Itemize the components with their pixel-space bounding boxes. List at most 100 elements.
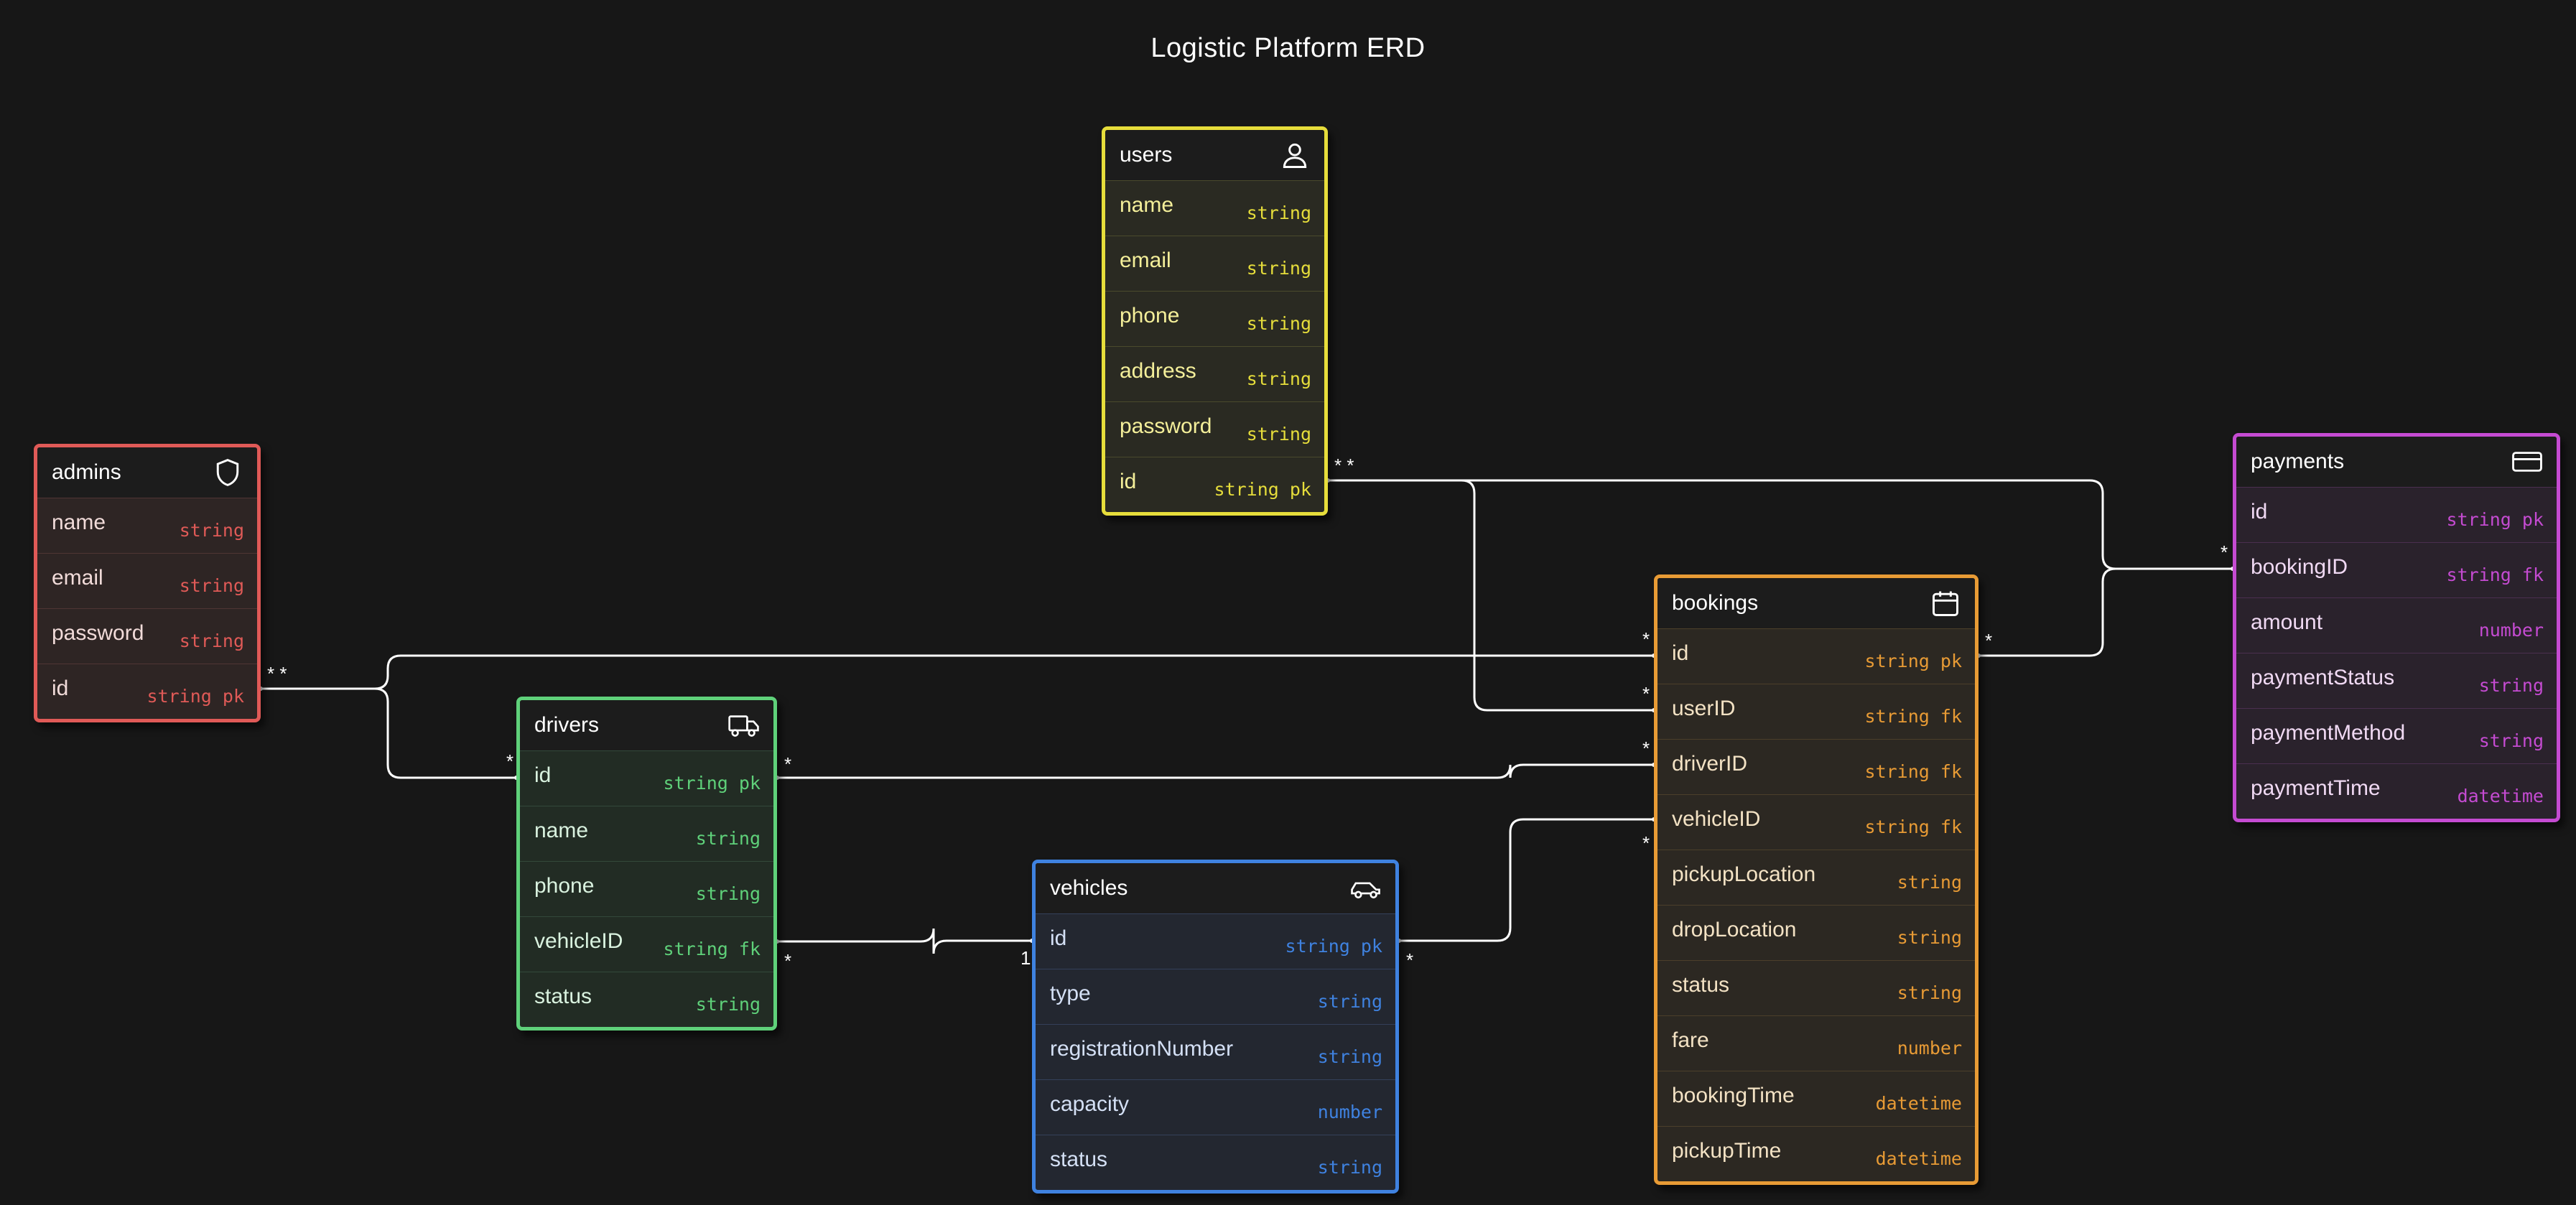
field-row[interactable]: email string bbox=[1105, 236, 1324, 291]
table-name: bookings bbox=[1672, 591, 1759, 615]
field-type: string bbox=[1317, 1046, 1382, 1067]
field-name: driverID bbox=[1672, 752, 1748, 776]
field-name: amount bbox=[2251, 610, 2323, 634]
table-name: admins bbox=[52, 460, 121, 484]
field-row[interactable]: address string bbox=[1105, 346, 1324, 401]
field-type: string fk bbox=[1864, 760, 1962, 782]
field-row[interactable]: pickupTime datetime bbox=[1657, 1126, 1975, 1181]
field-type: string bbox=[179, 574, 244, 596]
field-type: string bbox=[1317, 990, 1382, 1012]
relationship-line bbox=[261, 654, 1654, 690]
field-type: string bbox=[1897, 871, 1962, 893]
field-name: dropLocation bbox=[1672, 918, 1797, 941]
cardinality-label: * bbox=[1985, 630, 1992, 651]
field-row[interactable]: bookingID string fk bbox=[2236, 542, 2557, 597]
relationship-line bbox=[1979, 567, 2233, 657]
field-name: paymentStatus bbox=[2251, 666, 2395, 689]
table-header[interactable]: users bbox=[1105, 130, 1324, 180]
field-type: string bbox=[695, 883, 761, 904]
field-row[interactable]: paymentStatus string bbox=[2236, 653, 2557, 708]
field-name: id bbox=[1672, 641, 1689, 665]
field-type: string bbox=[179, 630, 244, 651]
table-header[interactable]: admins bbox=[37, 447, 257, 498]
cardinality-label: * bbox=[1406, 949, 1413, 971]
field-type: string bbox=[1246, 368, 1311, 389]
field-type: string bbox=[179, 519, 244, 541]
field-type: number bbox=[1897, 1037, 1962, 1059]
table-header[interactable]: drivers bbox=[520, 700, 773, 750]
field-type: string pk bbox=[1214, 478, 1311, 500]
field-type: string bbox=[2478, 730, 2544, 751]
field-row[interactable]: email string bbox=[37, 553, 257, 608]
table-header[interactable]: vehicles bbox=[1036, 863, 1395, 913]
field-type: string pk bbox=[2446, 508, 2544, 530]
field-name: name bbox=[52, 511, 106, 534]
field-type: string fk bbox=[2446, 564, 2544, 585]
cardinality-label: * bbox=[506, 750, 513, 772]
field-name: email bbox=[1120, 248, 1171, 272]
field-row[interactable]: driverID string fk bbox=[1657, 739, 1975, 794]
field-name: pickupTime bbox=[1672, 1139, 1782, 1163]
relationship-line bbox=[777, 763, 1654, 779]
field-name: capacity bbox=[1050, 1092, 1130, 1116]
field-row[interactable]: name string bbox=[37, 498, 257, 553]
field-name: paymentTime bbox=[2251, 776, 2381, 800]
table-name: vehicles bbox=[1050, 876, 1128, 900]
diagram-title: Logistic Platform ERD bbox=[1150, 33, 1426, 63]
field-name: paymentMethod bbox=[2251, 721, 2406, 745]
field-name: bookingTime bbox=[1672, 1084, 1795, 1107]
table-name: payments bbox=[2251, 450, 2345, 473]
field-name: address bbox=[1120, 359, 1196, 383]
field-name: id bbox=[534, 763, 552, 787]
field-name: email bbox=[52, 566, 103, 590]
field-row[interactable]: paymentMethod string bbox=[2236, 708, 2557, 763]
field-type: string bbox=[1317, 1156, 1382, 1178]
table-header[interactable]: payments bbox=[2236, 437, 2557, 487]
field-type: string pk bbox=[1285, 935, 1382, 957]
field-name: bookingID bbox=[2251, 555, 2348, 579]
cardinality-label: * bbox=[784, 753, 791, 775]
table-header[interactable]: bookings bbox=[1657, 578, 1975, 628]
field-name: name bbox=[534, 819, 589, 842]
relationship-line bbox=[261, 687, 516, 779]
field-type: datetime bbox=[1875, 1148, 1962, 1169]
field-name: id bbox=[1120, 470, 1137, 493]
cardinality-label: * bbox=[1642, 832, 1650, 854]
field-name: status bbox=[534, 985, 592, 1008]
field-row[interactable]: id string pk bbox=[1105, 457, 1324, 512]
field-type: string bbox=[2478, 674, 2544, 696]
field-type: string bbox=[1246, 257, 1311, 279]
